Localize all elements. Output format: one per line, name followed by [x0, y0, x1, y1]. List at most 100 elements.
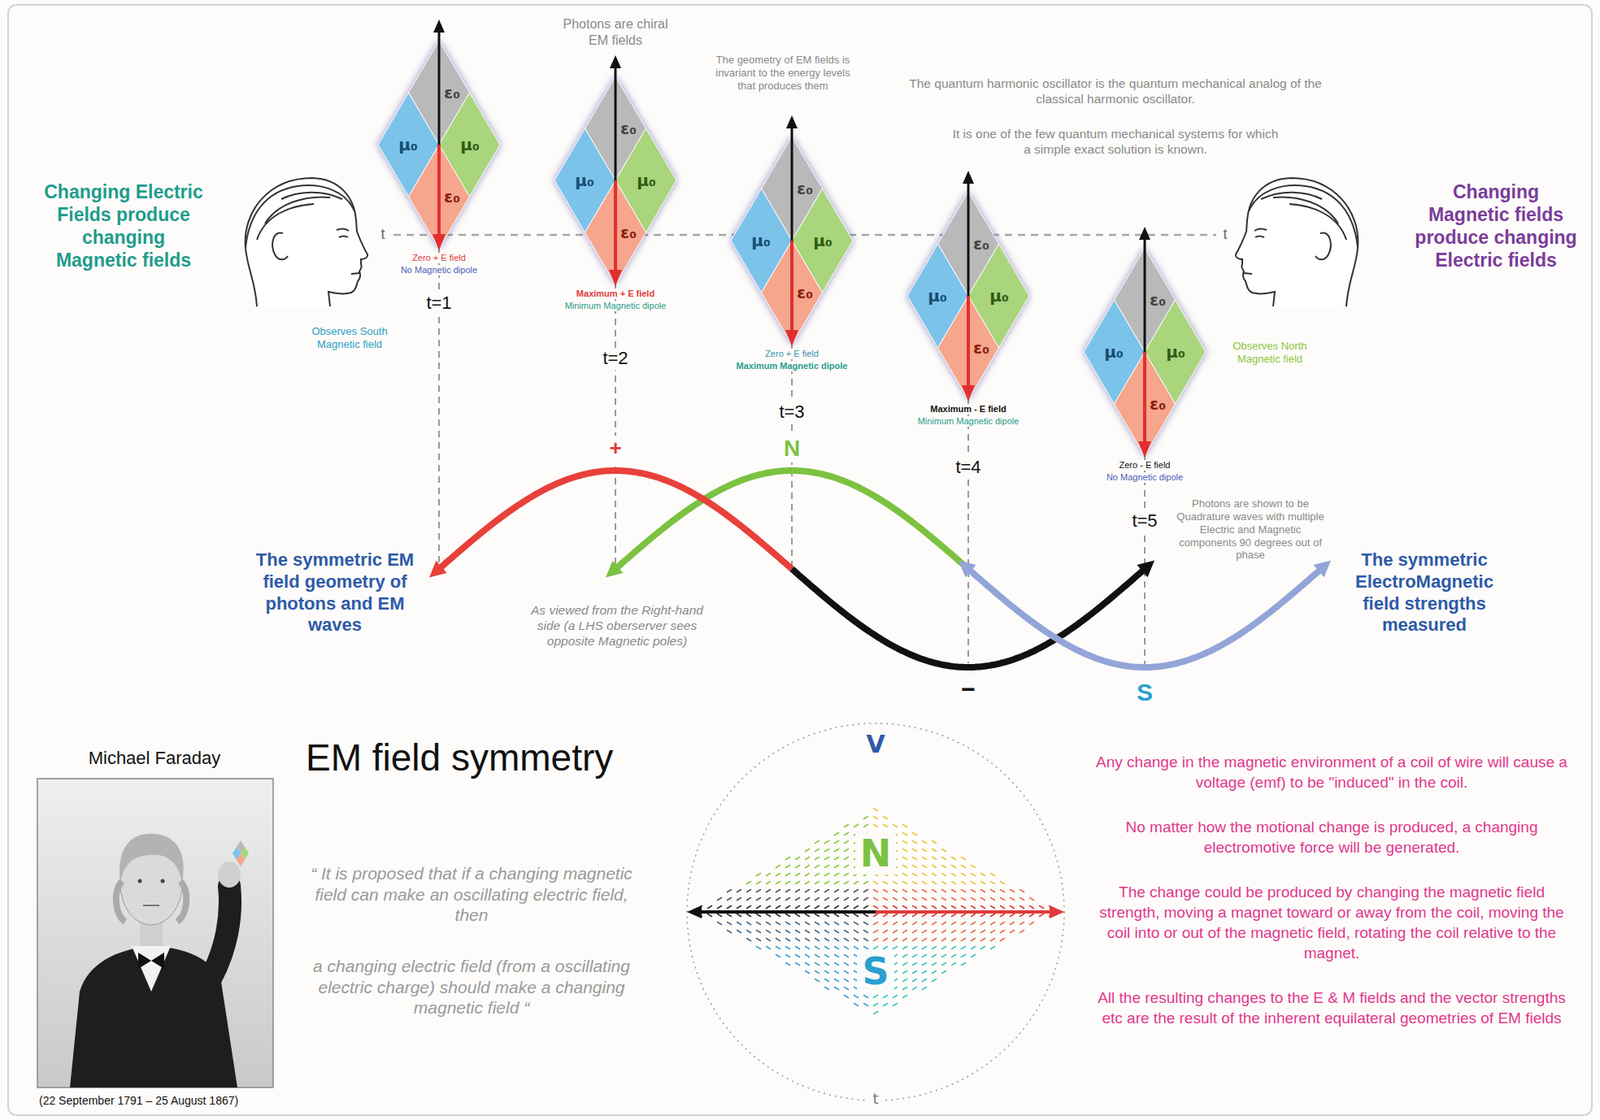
field-dash: [825, 963, 830, 966]
field-dash: [961, 963, 966, 966]
field-dash: [981, 873, 986, 877]
field-dash: [903, 995, 908, 999]
field-symbol: μ₀: [1165, 343, 1185, 362]
field-dash: [903, 922, 908, 926]
field-dash: [854, 922, 859, 926]
field-dash: [805, 922, 810, 926]
field-dash: [786, 906, 791, 909]
field-dash: [834, 939, 840, 942]
field-dash: [1010, 922, 1015, 926]
drop-line: [967, 400, 970, 664]
side-hair: [116, 881, 187, 922]
arm: [211, 886, 231, 978]
field-dash: [834, 930, 840, 934]
field-dash: [776, 882, 781, 885]
field-dash: [873, 922, 879, 926]
peak-sign: +: [606, 435, 624, 462]
field-dash: [864, 1004, 869, 1007]
arrow-head: [433, 19, 445, 33]
arrow-head: [961, 385, 975, 402]
field-dash: [883, 882, 888, 885]
field-dash: [922, 939, 927, 942]
field-dash: [717, 898, 722, 901]
field-dash: [844, 898, 849, 901]
field-dash: [873, 825, 879, 828]
field-dash: [815, 922, 820, 926]
field-dash: [747, 922, 752, 926]
field-dash: [815, 898, 820, 901]
field-dash: [747, 882, 752, 885]
time-label: t=2: [600, 347, 631, 370]
field-dash: [991, 882, 996, 885]
field-dash: [776, 955, 781, 958]
axis-letter: t: [867, 1091, 883, 1109]
field-dash: [952, 890, 957, 893]
annotation: The geometry of EM fields is invariant t…: [708, 53, 859, 93]
arrow-head: [1136, 560, 1155, 578]
arrow-head: [429, 560, 448, 579]
field-dash: [893, 922, 898, 926]
field-dash: [786, 890, 791, 893]
field-dash: [981, 939, 986, 942]
field-dash: [952, 914, 957, 918]
field-arrow: [438, 30, 441, 145]
field-dash: [952, 922, 957, 926]
field-dash: [844, 825, 849, 828]
field-dash: [786, 873, 791, 877]
field-dash: [991, 906, 996, 909]
field-dash: [922, 849, 927, 853]
field-dash: [756, 906, 761, 909]
field-dash: [913, 971, 918, 974]
field-symbol: ε₀: [973, 234, 990, 254]
diamond-shape: [1079, 223, 1210, 461]
arrow-head: [786, 115, 798, 129]
field-dash: [864, 898, 869, 901]
field-dash: [922, 963, 927, 966]
field-dash: [942, 857, 947, 861]
field-dash: [786, 914, 791, 918]
field-dash: [854, 947, 859, 950]
field-dash: [961, 865, 966, 869]
field-dash: [952, 947, 957, 950]
field-dash: [932, 849, 937, 853]
field-dash: [952, 857, 957, 861]
arrow-head: [958, 560, 977, 578]
field-dash: [981, 947, 986, 950]
field-dash: [1000, 939, 1005, 942]
field-dash: [756, 922, 761, 926]
field-symbol: ε₀: [443, 83, 461, 103]
wave-group: [429, 470, 1331, 668]
field-dash: [1020, 914, 1025, 918]
field-dash: [942, 939, 947, 942]
field-dash: [883, 825, 888, 828]
field-dash: [1010, 898, 1015, 901]
mouth: [351, 273, 360, 274]
field-dash: [971, 955, 976, 958]
field-dash: [766, 890, 771, 893]
annotation: The quantum harmonic oscillator is the q…: [887, 76, 1344, 108]
field-dash: [952, 865, 957, 869]
field-dash: [913, 873, 918, 877]
field-dash: [942, 873, 947, 877]
state-label: Maximum Magnetic dipole: [734, 360, 851, 372]
field-dash: [1010, 906, 1015, 909]
field-symbol: ε₀: [1149, 395, 1166, 414]
field-dash: [727, 922, 732, 926]
field-dash: [893, 882, 898, 885]
head-outline: [1235, 178, 1358, 307]
field-dash: [903, 833, 908, 836]
field-dash: [766, 939, 771, 942]
field-dash: [903, 890, 908, 893]
field-dash: [961, 922, 966, 926]
field-dash: [942, 890, 947, 893]
field-dash: [756, 890, 761, 893]
field-dash: [844, 841, 849, 844]
field-dash: [834, 971, 840, 974]
field-dash: [913, 930, 918, 934]
field-dash: [717, 914, 722, 918]
field-dash: [873, 1004, 879, 1007]
field-symbol: ε₀: [620, 223, 637, 243]
field-diamond: ε₀μ₀μ₀ε₀: [550, 52, 681, 290]
field-dash: [991, 922, 996, 926]
field-dash: [981, 890, 986, 893]
